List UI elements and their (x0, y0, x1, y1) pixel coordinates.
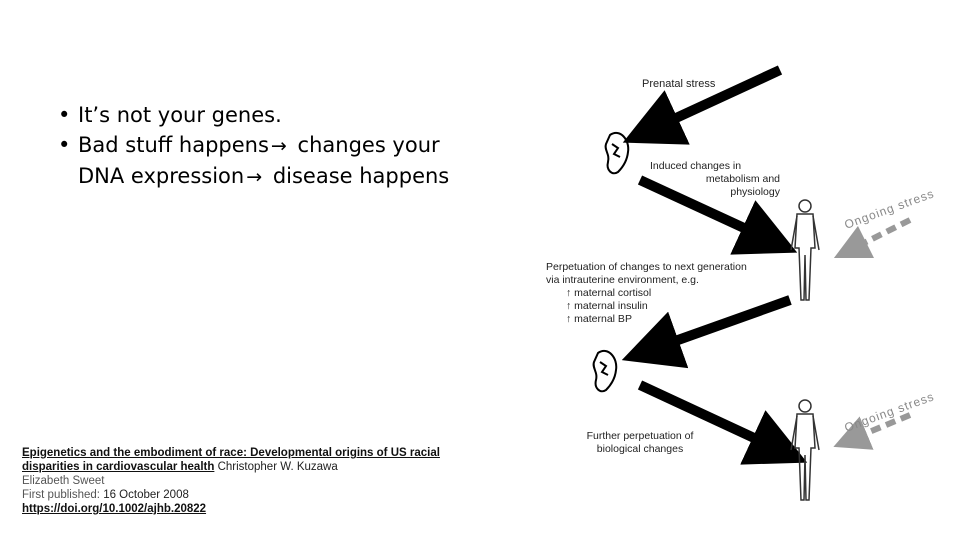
maternal-cortisol-item: ↑ maternal cortisol (546, 287, 806, 300)
further-line-1: Further perpetuation of (575, 430, 705, 443)
induced-line-2: metabolism and (650, 173, 780, 186)
published-date: 16 October 2008 (103, 489, 189, 501)
induced-changes-label: Induced changes in metabolism and physio… (650, 160, 780, 199)
fetus-icon (606, 133, 629, 173)
perpetuation-line-2: via intrauterine environment, e.g. (546, 274, 806, 287)
epigenetics-diagram: Prenatal stress Induced changes in metab… (530, 60, 950, 530)
further-perpetuation-label: Further perpetuation of biological chang… (575, 430, 705, 456)
induced-line-1: Induced changes in (650, 160, 780, 173)
bullet-dot: • (58, 100, 70, 130)
right-arrow-icon: → (271, 135, 287, 157)
author-2: Elizabeth Sweet (22, 474, 482, 488)
published-label: First published: (22, 489, 100, 501)
further-line-2: biological changes (575, 443, 705, 456)
bullet-2-part-3: disease happens (273, 164, 449, 188)
induced-line-3: physiology (650, 186, 780, 199)
author-1: Christopher W. Kuzawa (218, 461, 338, 473)
right-arrow-icon: → (246, 166, 262, 188)
maternal-bp-item: ↑ maternal BP (546, 313, 806, 326)
human-figure-icon (791, 400, 819, 500)
fetus-icon (594, 351, 617, 391)
maternal-insulin-item: ↑ maternal insulin (546, 300, 806, 313)
bullet-2-part-1: Bad stuff happens (78, 133, 269, 157)
bullet-1: • It’s not your genes. (58, 100, 478, 130)
doi-link[interactable]: https://doi.org/10.1002/ajhb.20822 (22, 502, 482, 516)
bullet-1-text: It’s not your genes. (78, 103, 282, 127)
perpetuation-line-1: Perpetuation of changes to next generati… (546, 261, 806, 274)
bullet-list: • It’s not your genes. • Bad stuff happe… (58, 100, 478, 192)
publication-date-line: First published: 16 October 2008 (22, 488, 482, 502)
bullet-dot: • (58, 130, 70, 160)
perpetuation-label: Perpetuation of changes to next generati… (546, 261, 806, 326)
bullet-2: • Bad stuff happens→ changes your DNA ex… (58, 130, 478, 192)
prenatal-stress-label: Prenatal stress (642, 78, 715, 91)
citation-block: Epigenetics and the embodiment of race: … (22, 446, 482, 516)
